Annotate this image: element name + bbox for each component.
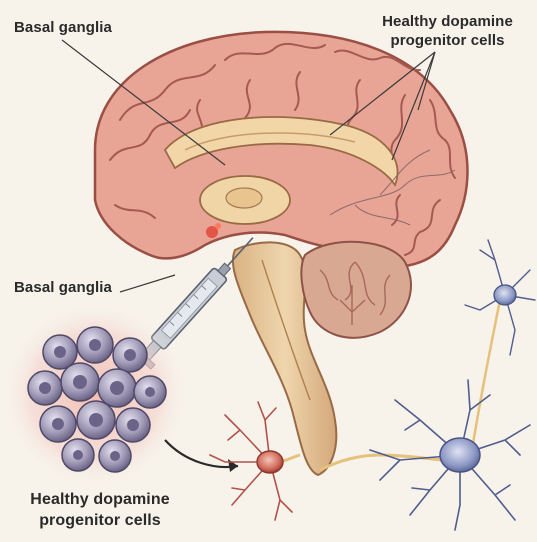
label-line: progenitor cells — [10, 510, 190, 531]
label-line: Healthy dopamine — [365, 12, 530, 31]
label-progenitor-cells-top: Healthy dopamine progenitor cells — [365, 12, 530, 50]
cerebellum — [301, 242, 411, 338]
arrow — [165, 440, 238, 472]
label-basal-ganglia-mid: Basal ganglia — [14, 278, 112, 297]
label-progenitor-cells-bottom: Healthy dopamine progenitor cells — [10, 489, 190, 531]
red-neuron — [210, 402, 292, 520]
label-line: Healthy dopamine — [10, 489, 190, 510]
blue-neuron-small — [465, 240, 535, 355]
progenitor-cell-cluster — [3, 303, 187, 487]
label-basal-ganglia-top: Basal ganglia — [14, 18, 112, 37]
label-line: progenitor cells — [365, 31, 530, 50]
cerebrum — [95, 32, 468, 266]
